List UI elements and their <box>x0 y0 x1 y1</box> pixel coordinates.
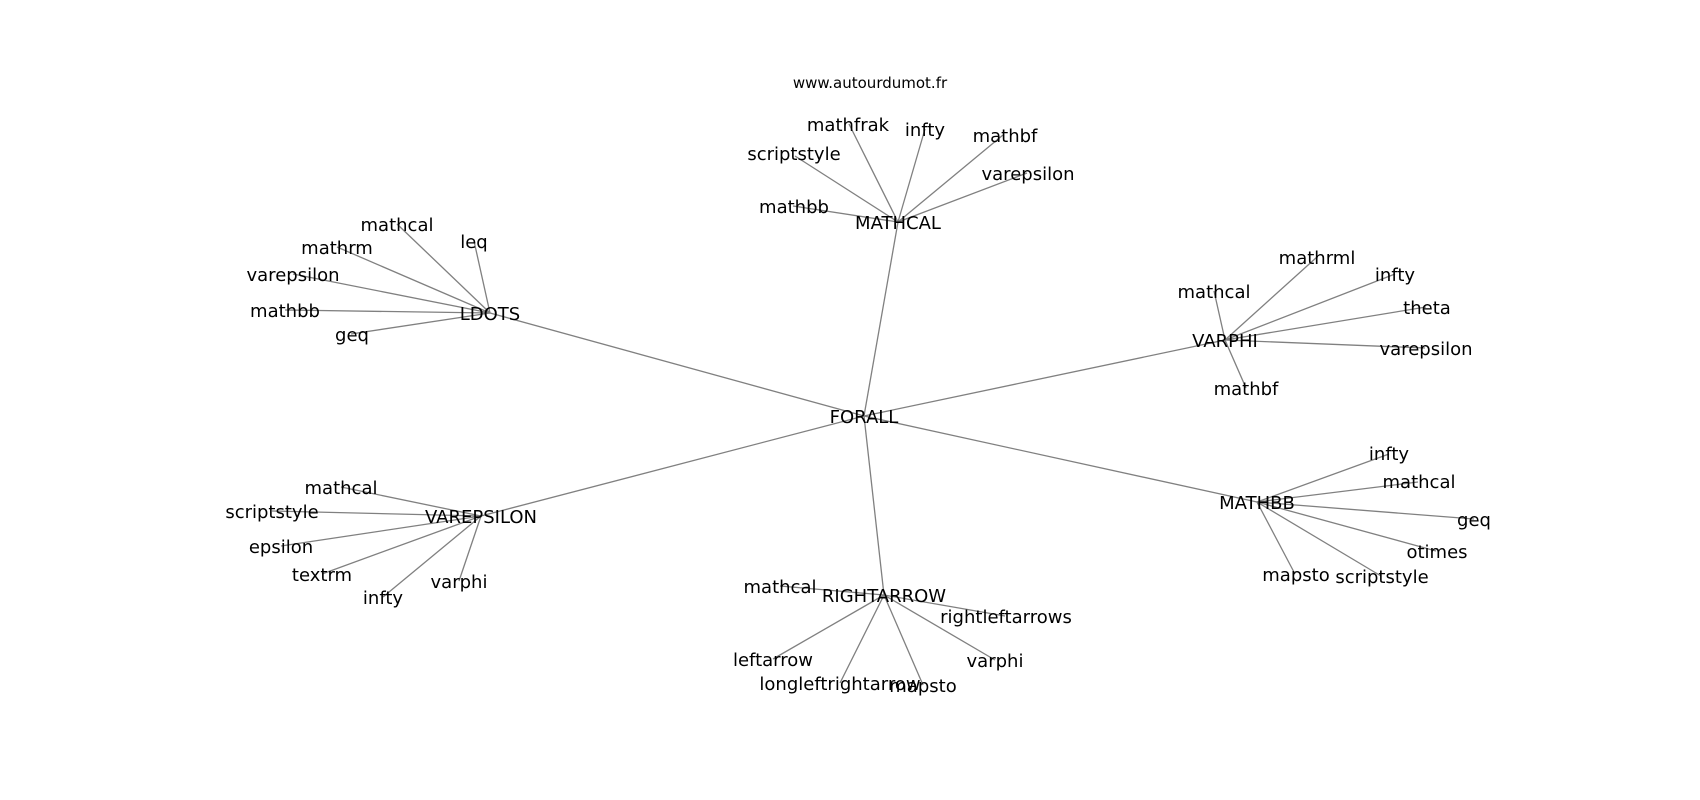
edge-root-mathbb <box>863 415 1258 503</box>
edge-root-rightarrow <box>863 415 885 596</box>
leaf-node-varphi-varepsilon: varepsilon <box>1380 339 1473 360</box>
edge-varepsilon-infty <box>382 515 482 598</box>
edge-varphi-varepsilon <box>1224 339 1426 349</box>
leaf-node-varphi-infty: infty <box>1375 265 1415 286</box>
leaf-node-mathcal-scriptstyle: scriptstyle <box>747 144 840 165</box>
leaf-node-rightarrow-longleftrightarrow: longleftrightarrow <box>759 674 920 695</box>
edge-mathbb-infty <box>1256 453 1390 503</box>
leaf-node-varphi-mathbf: mathbf <box>1214 379 1279 400</box>
edge-mathcal-varepsilon <box>897 172 1028 223</box>
leaf-node-mathcal-mathbf: mathbf <box>973 126 1038 147</box>
edge-root-ldots <box>489 312 865 417</box>
edge-mathbb-scriptstyle <box>1256 501 1382 577</box>
edge-rightarrow-mapsto <box>883 594 924 686</box>
leaf-node-mathbb-otimes: otimes <box>1406 542 1467 563</box>
edge-varepsilon-textrm <box>321 515 482 575</box>
edge-ldots-mathrm <box>336 246 491 314</box>
edge-varepsilon-epsilon <box>280 515 482 547</box>
leaf-node-mathcal-mathbb: mathbb <box>759 197 829 218</box>
leaf-node-rightarrow-mapsto: mapsto <box>889 676 956 697</box>
leaf-node-mathbb-mapsto: mapsto <box>1262 565 1329 586</box>
hub-node-varphi: VARPHI <box>1192 331 1258 352</box>
edge-root-varepsilon <box>480 415 865 517</box>
leaf-node-mathcal-mathfrak: mathfrak <box>807 115 890 136</box>
hub-node-varepsilon: VAREPSILON <box>425 507 537 528</box>
leaf-node-mathcal-varepsilon: varepsilon <box>982 164 1075 185</box>
leaf-node-varepsilon-epsilon: epsilon <box>249 537 313 558</box>
edge-mathcal-infty <box>897 128 926 223</box>
edge-ldots-mathbb <box>284 309 491 314</box>
edge-mathcal-mathbb <box>792 205 899 223</box>
leaf-node-varphi-mathrml: mathrml <box>1279 248 1356 269</box>
leaf-node-varepsilon-scriptstyle: scriptstyle <box>225 502 318 523</box>
root-node-label: FORALL <box>830 407 899 428</box>
leaf-node-ldots-mathbb: mathbb <box>250 301 320 322</box>
edge-mathcal-scriptstyle <box>794 155 899 223</box>
edge-root-varphi <box>863 339 1226 417</box>
edge-root-mathcal <box>863 221 899 417</box>
edge-varphi-mathrml <box>1224 256 1318 341</box>
edge-mathbb-geq <box>1256 501 1475 520</box>
edge-varphi-theta <box>1224 306 1427 341</box>
edge-ldots-varepsilon <box>292 273 491 314</box>
hub-node-mathbb: MATHBB <box>1219 493 1295 514</box>
leaf-node-varepsilon-varphi: varphi <box>431 572 488 593</box>
edge-mathbb-mathcal <box>1256 481 1419 503</box>
edge-varphi-mathbf <box>1224 339 1247 389</box>
edge-varphi-mathcal <box>1213 290 1226 341</box>
edges-layer <box>271 123 1475 686</box>
leaf-node-ldots-geq: geq <box>335 325 369 346</box>
leaf-node-ldots-mathrm: mathrm <box>301 238 373 259</box>
leaf-node-rightarrow-varphi: varphi <box>967 651 1024 672</box>
leaf-node-varepsilon-infty: infty <box>363 588 403 609</box>
edge-rightarrow-leftarrow <box>772 594 885 660</box>
leaf-node-varphi-mathcal: mathcal <box>1178 282 1251 303</box>
edge-ldots-geq <box>350 312 491 335</box>
leaf-node-mathbb-mathcal: mathcal <box>1383 472 1456 493</box>
leaf-node-rightarrow-mathcal: mathcal <box>744 577 817 598</box>
edge-ldots-mathcal <box>396 223 491 314</box>
site-credit: www.autourdumot.fr <box>793 74 948 92</box>
leaf-node-mathbb-scriptstyle: scriptstyle <box>1335 567 1428 588</box>
hub-node-rightarrow: RIGHTARROW <box>822 586 946 607</box>
leaf-node-ldots-varepsilon: varepsilon <box>247 265 340 286</box>
hub-node-ldots: LDOTS <box>460 304 520 325</box>
leaf-node-ldots-leq: leq <box>460 232 488 253</box>
labels-layer: FORALL MATHCAL mathfrak infty mathbf scriptst… <box>225 115 1491 697</box>
edge-rightarrow-mathcal <box>779 585 885 596</box>
leaf-node-varepsilon-mathcal: mathcal <box>305 478 378 499</box>
edge-mathbb-otimes <box>1256 501 1437 552</box>
hub-node-mathcal: MATHCAL <box>855 213 941 234</box>
edge-varepsilon-varphi <box>458 515 482 582</box>
edge-mathcal-mathfrak <box>848 123 899 223</box>
edge-varepsilon-mathcal <box>340 486 482 517</box>
leaf-node-mathcal-infty: infty <box>905 120 945 141</box>
leaf-node-ldots-mathcal: mathcal <box>361 215 434 236</box>
edge-mathbb-mapsto <box>1256 501 1296 575</box>
leaf-node-rightarrow-rightleftarrows: rightleftarrows <box>940 607 1072 628</box>
edge-ldots-leq <box>473 240 491 314</box>
edge-varepsilon-scriptstyle <box>271 510 482 517</box>
edge-rightarrow-rightleftarrows <box>883 594 1006 617</box>
leaf-node-varphi-theta: theta <box>1403 298 1451 319</box>
leaf-node-rightarrow-leftarrow: leftarrow <box>733 650 813 671</box>
edge-varphi-infty <box>1224 273 1396 341</box>
edge-rightarrow-varphi <box>883 594 996 661</box>
edge-rightarrow-longleftrightarrow <box>839 594 885 684</box>
leaf-node-mathbb-geq: geq <box>1457 510 1491 531</box>
leaf-node-varepsilon-textrm: textrm <box>292 565 352 586</box>
leaf-node-mathbb-infty: infty <box>1369 444 1409 465</box>
edge-mathcal-mathbf <box>897 134 1004 223</box>
